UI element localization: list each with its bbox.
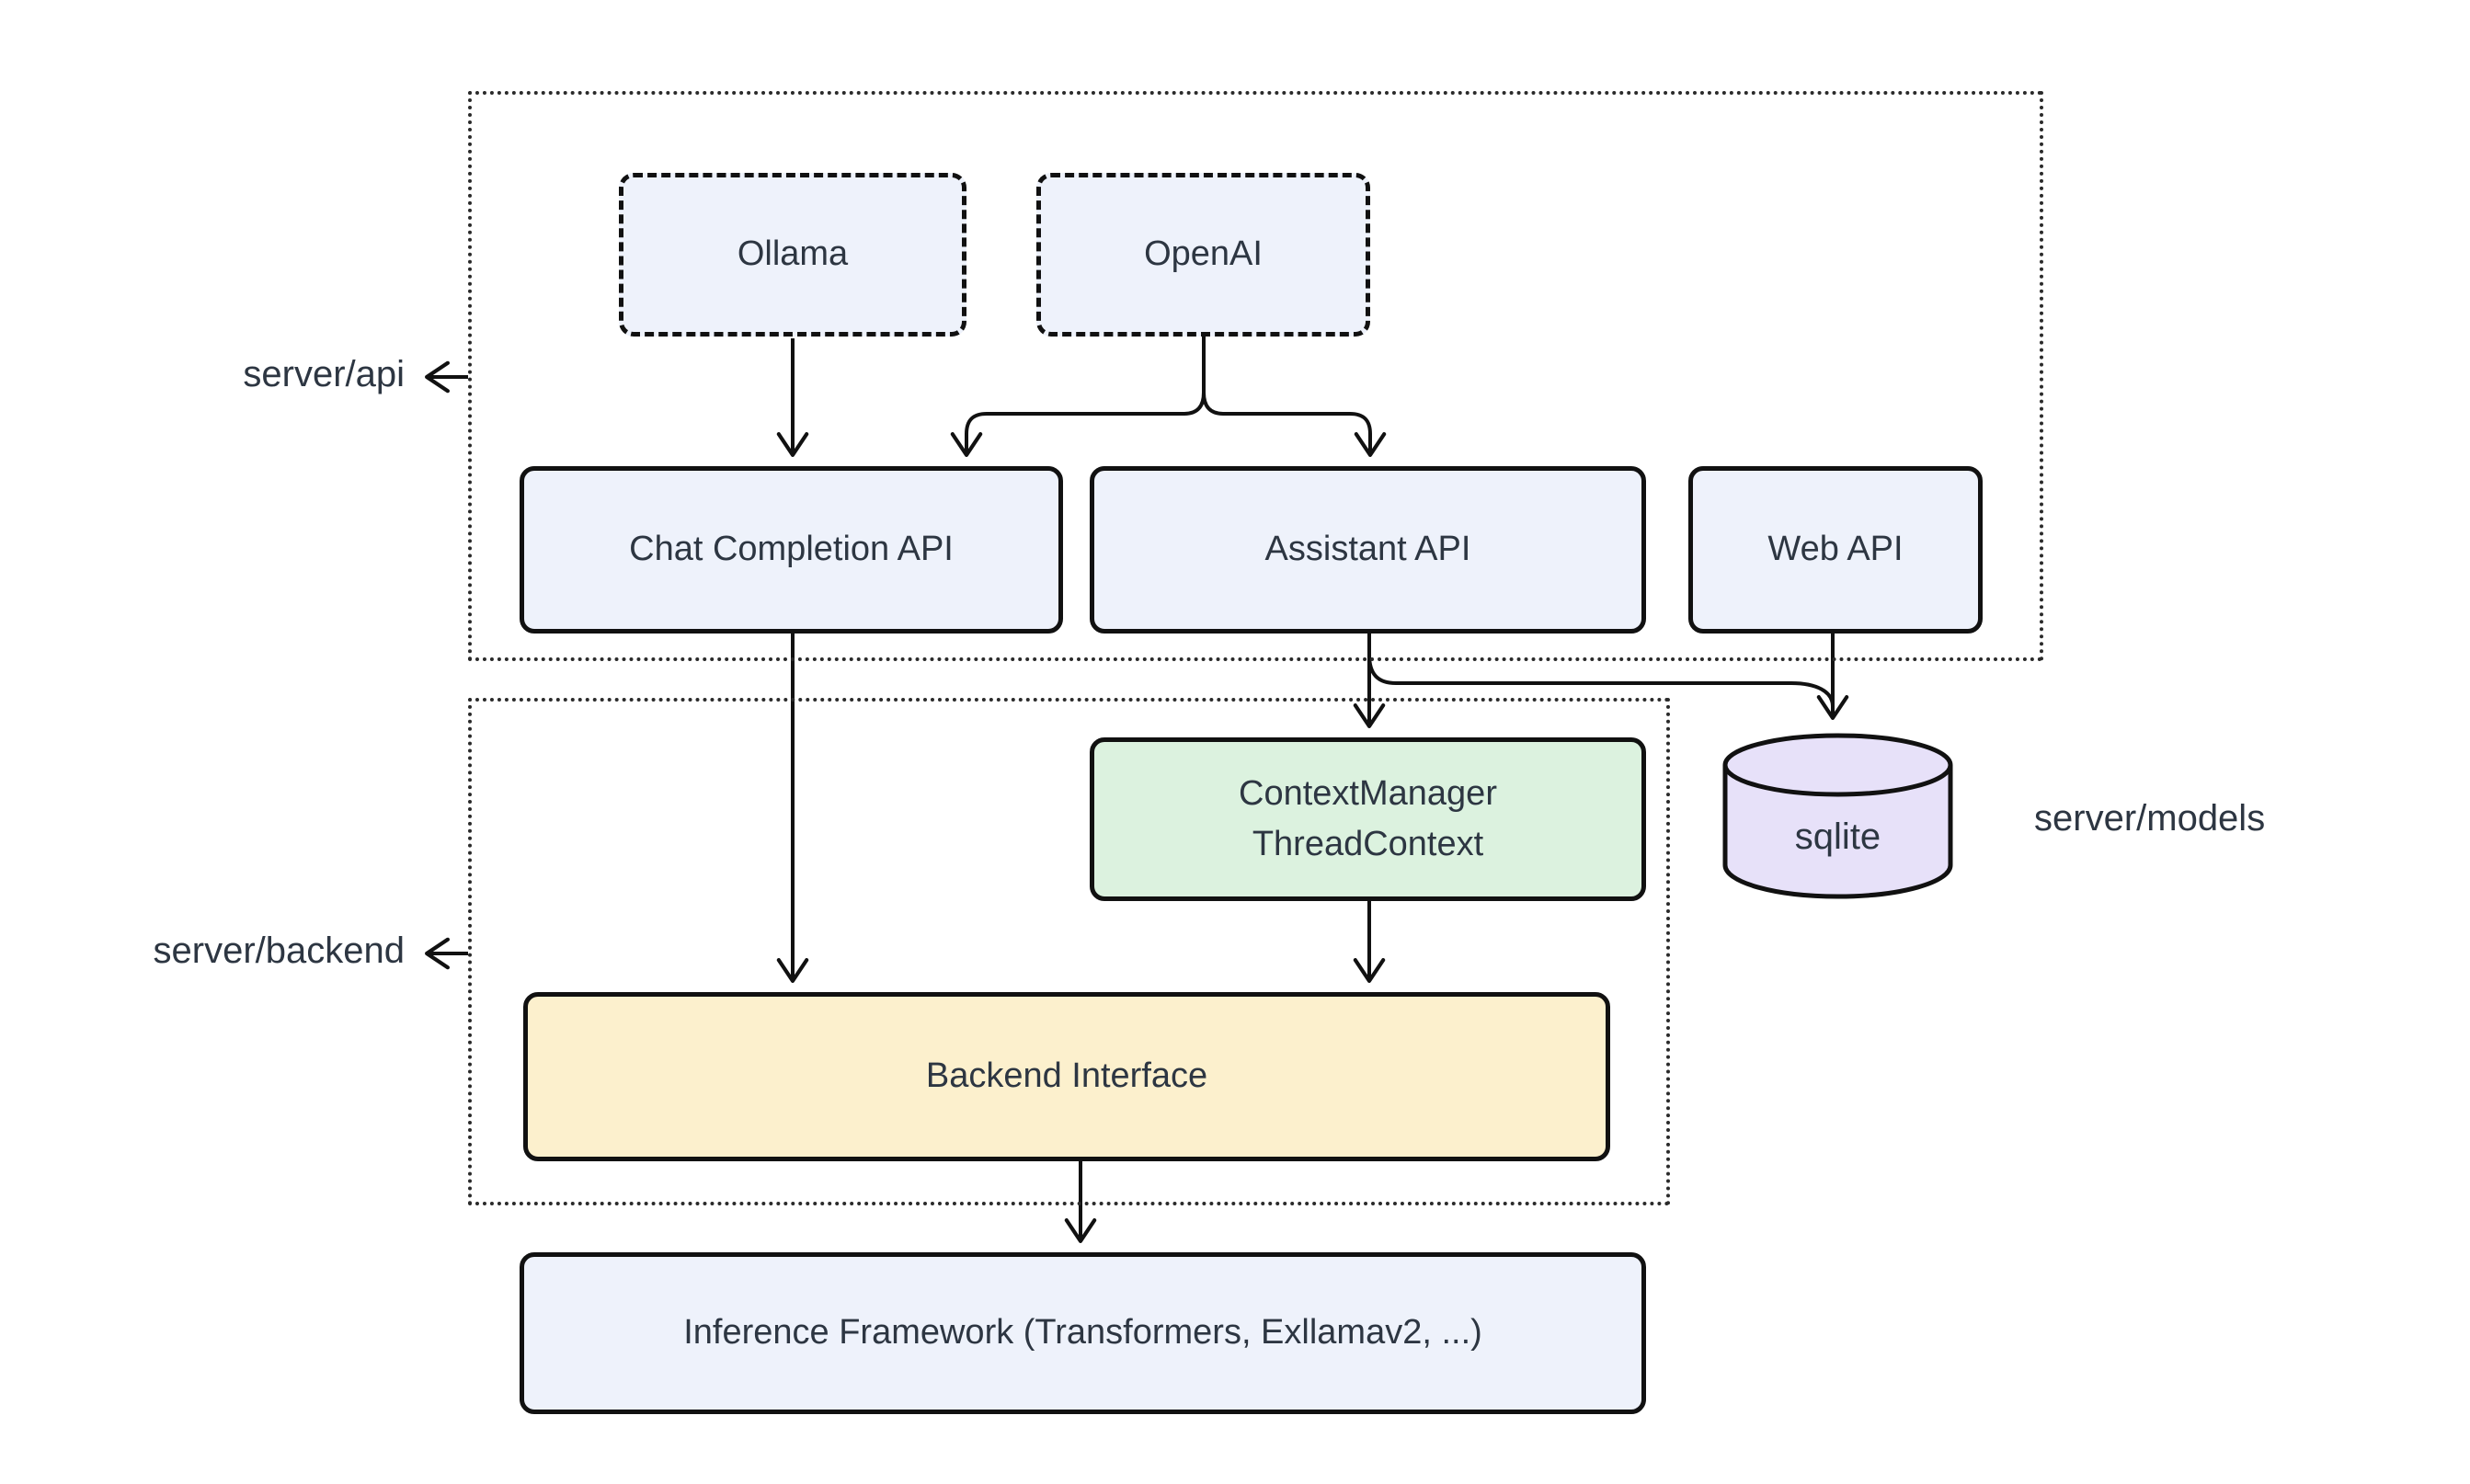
edge-openai-to-assistant xyxy=(1202,392,1387,457)
node-assistant-api: Assistant API xyxy=(1090,466,1646,634)
container-server-api xyxy=(468,91,2043,661)
node-ollama-label: Ollama xyxy=(737,234,849,274)
sqlite-label: sqlite xyxy=(1794,816,1881,857)
node-backend-interface-label: Backend Interface xyxy=(925,1056,1208,1096)
edge-assistant-to-sqlite xyxy=(1367,654,1835,707)
node-assistant-api-label: Assistant API xyxy=(1264,530,1471,569)
node-openai: OpenAI xyxy=(1036,173,1370,337)
node-backend-interface: Backend Interface xyxy=(523,992,1610,1161)
node-inference-framework-label: Inference Framework (Transformers, Exlla… xyxy=(683,1313,1482,1353)
node-context-manager-line1: ContextManager xyxy=(1239,773,1497,813)
label-server-backend: server/backend xyxy=(153,930,405,971)
node-web-api-label: Web API xyxy=(1767,530,1904,569)
node-chat-completion-api-label: Chat Completion API xyxy=(629,530,954,569)
node-chat-completion-api: Chat Completion API xyxy=(520,466,1063,634)
node-openai-label: OpenAI xyxy=(1144,234,1263,274)
label-server-api: server/api xyxy=(243,354,405,394)
node-context-manager-line2: ThreadContext xyxy=(1252,825,1484,863)
node-ollama: Ollama xyxy=(619,173,966,337)
node-context-manager: ContextManager ThreadContext xyxy=(1090,737,1646,901)
label-server-models: server/models xyxy=(2034,798,2266,839)
node-web-api: Web API xyxy=(1688,466,1983,634)
container-server-backend xyxy=(468,698,1670,1205)
node-inference-framework: Inference Framework (Transformers, Exlla… xyxy=(520,1252,1646,1414)
sqlite-cylinder xyxy=(1722,733,1953,899)
